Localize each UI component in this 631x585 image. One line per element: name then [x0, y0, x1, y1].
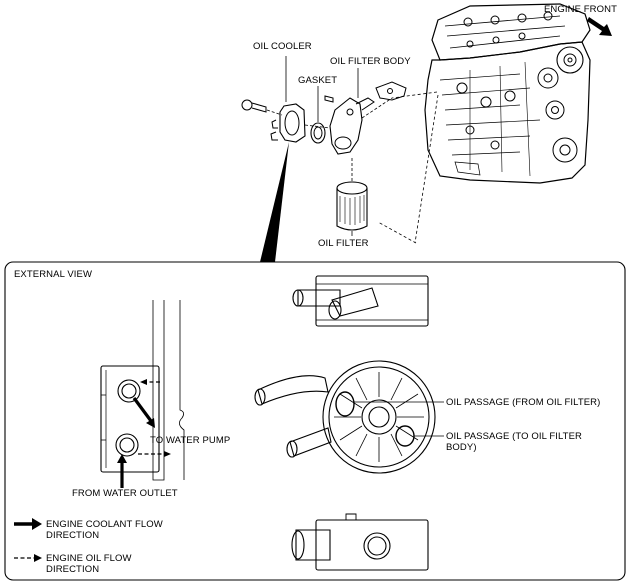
- legend-glyphs: [14, 518, 42, 562]
- legend-coolant-flow-label: ENGINE COOLANT FLOW DIRECTION: [46, 519, 163, 541]
- from-water-outlet-label: FROM WATER OUTLET: [72, 488, 178, 499]
- detail-callout-wedge: [260, 142, 289, 262]
- oil-passage-from-filter: [335, 391, 355, 417]
- cooler-front-view: [254, 360, 444, 474]
- engine-front-label: ENGINE FRONT: [544, 4, 617, 15]
- oil-cooler-label: OIL COOLER: [253, 41, 312, 52]
- legend-oil-flow-label: ENGINE OIL FLOW DIRECTION: [46, 553, 132, 575]
- external-view-panel: [4, 261, 626, 581]
- cooler-top-view: [292, 275, 429, 327]
- to-water-pump-label: TO WATER PUMP: [150, 435, 231, 446]
- engine-front-arrow: [587, 17, 612, 36]
- gasket-label: GASKET: [298, 75, 338, 86]
- cooler-bottom-view: [291, 513, 429, 571]
- oil-passage-to-filter-body-label: OIL PASSAGE (TO OIL FILTER BODY): [446, 431, 582, 453]
- oil-filter-body-label: OIL FILTER BODY: [330, 56, 411, 67]
- external-view-label: EXTERNAL VIEW: [14, 269, 93, 280]
- oil-passage-from-filter-label: OIL PASSAGE (FROM OIL FILTER): [446, 397, 601, 408]
- engine-block-illustration: [424, 3, 612, 184]
- cooler-side-view: [100, 365, 171, 488]
- oil-filter-label: OIL FILTER: [318, 238, 369, 249]
- exploded-view: [241, 56, 407, 236]
